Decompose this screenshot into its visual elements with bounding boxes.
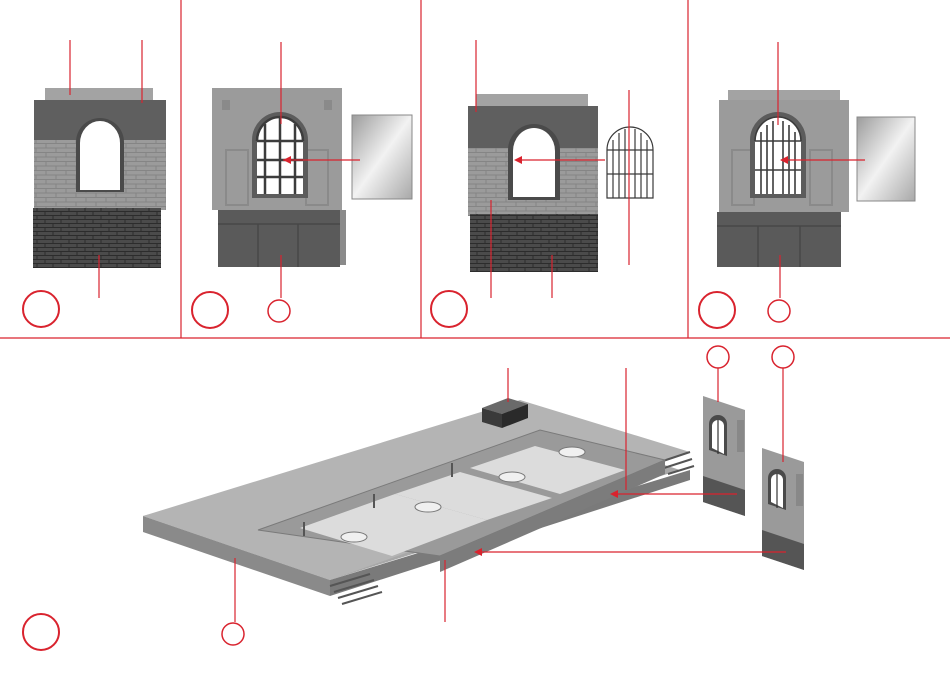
part-callout	[772, 346, 794, 368]
step-4-panel	[699, 42, 915, 328]
step-2-badge	[192, 292, 228, 328]
step-1-panel	[23, 40, 166, 327]
step-5-badge	[23, 614, 59, 650]
glass-pane	[352, 115, 412, 199]
step-4-badge	[699, 292, 735, 328]
part-callout	[268, 300, 290, 322]
part-callout	[768, 300, 790, 322]
wall-base	[717, 212, 841, 267]
step-3-badge	[431, 291, 467, 327]
window-grille	[607, 127, 653, 198]
wall-brick-base	[470, 214, 598, 272]
wall-base	[218, 210, 340, 267]
window-opening	[80, 121, 120, 190]
part-callout	[222, 623, 244, 645]
step-1-badge	[23, 291, 59, 327]
step-5-panel	[23, 346, 804, 650]
part-callout	[707, 346, 729, 368]
wall-top-ledge	[45, 88, 153, 102]
wall-brick-base	[33, 208, 161, 268]
step-3-panel	[431, 40, 653, 327]
step-2-panel	[192, 42, 412, 328]
wall-piece-a	[703, 396, 745, 516]
glass-pane	[857, 117, 915, 201]
